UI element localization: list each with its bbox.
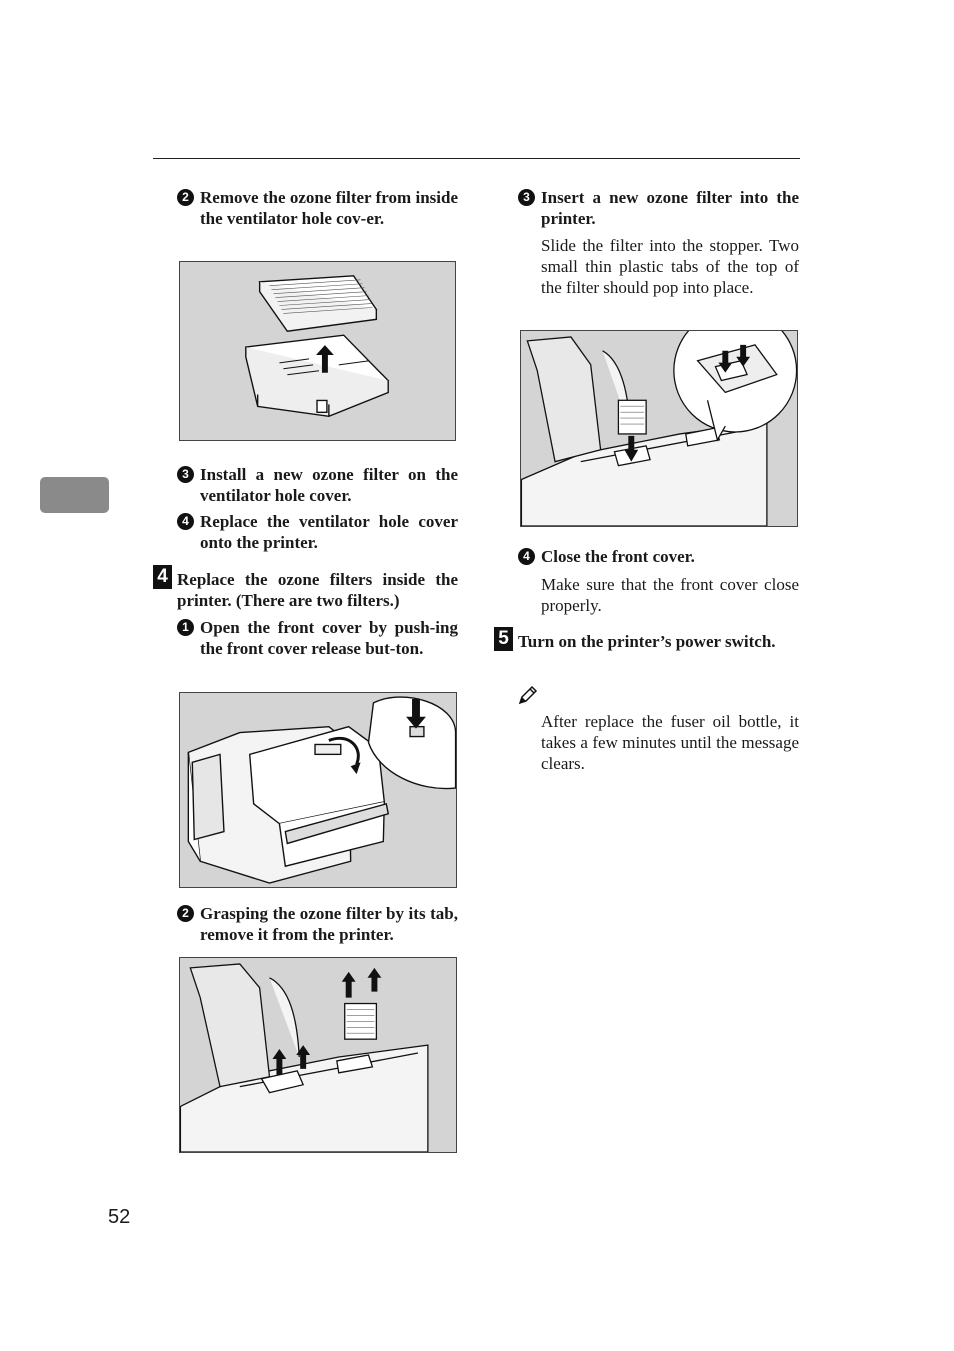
chapter-tab bbox=[40, 477, 109, 513]
open-front-cover-drawing bbox=[187, 696, 456, 884]
insert-filter-drawing bbox=[521, 331, 797, 526]
main-step-marker: 4 bbox=[153, 565, 172, 589]
step-text: Turn on the printer’s power switch. bbox=[518, 632, 776, 651]
step-text: Open the front cover by push-ing the fro… bbox=[200, 618, 458, 658]
step-text: Close the front cover. bbox=[541, 547, 695, 566]
step-marker: 4 bbox=[518, 548, 535, 565]
page-number: 52 bbox=[108, 1206, 131, 1228]
step-text: Grasping the ozone filter by its tab, re… bbox=[200, 904, 458, 944]
step-insert-new-filter: 3 Insert a new ozone filter into the pri… bbox=[518, 187, 799, 229]
step-text: Install a new ozone filter on the ventil… bbox=[200, 465, 458, 505]
step-marker: 2 bbox=[177, 189, 194, 206]
step-replace-hole-cover: 4 Replace the ventilator hole cover onto… bbox=[177, 511, 458, 553]
step-close-front-cover: 4 Close the front cover. bbox=[518, 546, 799, 567]
step-text: Insert a new ozone filter into the print… bbox=[541, 188, 799, 228]
pencil-note-icon bbox=[517, 684, 539, 706]
remove-filter-drawing bbox=[180, 963, 429, 1152]
note-text: After replace the fuser oil bottle, it t… bbox=[541, 712, 799, 773]
main-step-replace-filters: 4 Replace the ozone filters inside the p… bbox=[153, 565, 458, 611]
step-grasp-filter: 2 Grasping the ozone filter by its tab, … bbox=[177, 903, 458, 945]
step-remove-ozone-filter: 2 Remove the ozone filter from inside th… bbox=[177, 187, 458, 229]
illustration-open-cover bbox=[179, 692, 457, 888]
step-marker: 3 bbox=[177, 466, 194, 483]
main-step-power-on: 5 Turn on the printer’s power switch. bbox=[494, 627, 799, 652]
illustration-grasp-filter bbox=[179, 957, 457, 1153]
close-cover-description: Make sure that the front cover close pro… bbox=[541, 575, 799, 615]
step-marker: 1 bbox=[177, 619, 194, 636]
step-text: Remove the ozone filter from inside the … bbox=[200, 188, 458, 228]
step-marker: 2 bbox=[177, 905, 194, 922]
header-rule bbox=[153, 158, 800, 159]
main-step-marker: 5 bbox=[494, 627, 513, 651]
step-marker: 3 bbox=[518, 189, 535, 206]
illustration-insert-filter bbox=[520, 330, 798, 527]
insert-filter-description: Slide the filter into the stopper. Two s… bbox=[541, 236, 799, 297]
step-install-ozone-filter: 3 Install a new ozone filter on the vent… bbox=[177, 464, 458, 506]
step-marker: 4 bbox=[177, 513, 194, 530]
step-text: Replace the ozone filters inside the pri… bbox=[177, 570, 458, 610]
step-open-front-cover: 1 Open the front cover by push-ing the f… bbox=[177, 617, 458, 659]
illustration-remove-filter bbox=[179, 261, 456, 441]
filter-removal-drawing bbox=[244, 275, 390, 417]
step-text: Replace the ventilator hole cover onto t… bbox=[200, 512, 458, 552]
